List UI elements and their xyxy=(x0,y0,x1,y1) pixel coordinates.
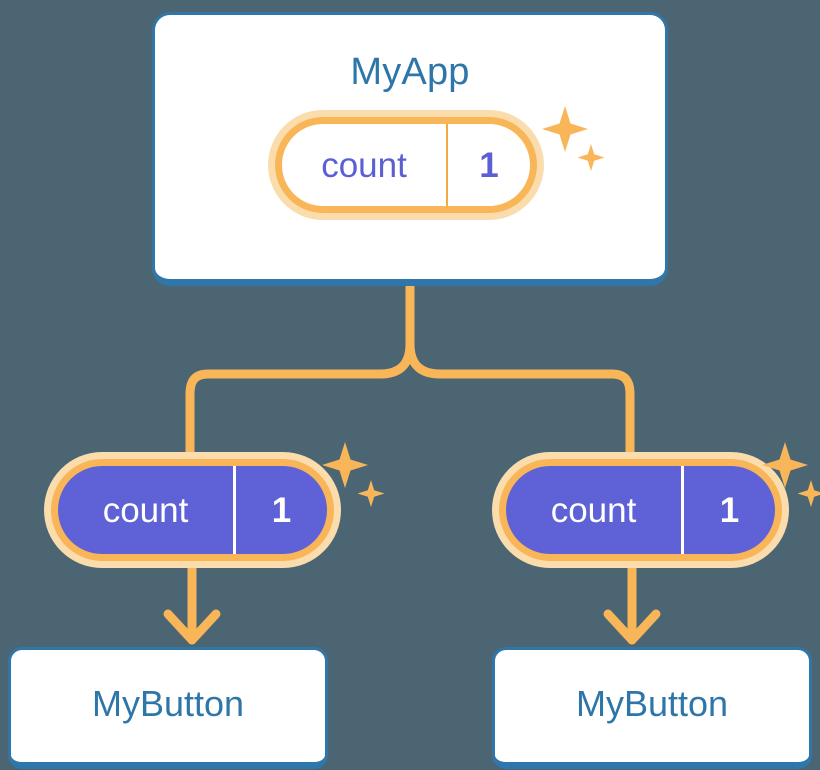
state-pill-inner: count 1 xyxy=(51,459,334,561)
state-pill-body: count 1 xyxy=(268,110,544,220)
state-pill-inner: count 1 xyxy=(275,117,537,213)
connector-branch-right xyxy=(405,281,635,475)
state-pill-left[interactable]: count 1 xyxy=(44,452,341,568)
state-value: 1 xyxy=(719,490,740,530)
state-pill-right[interactable]: count 1 xyxy=(492,452,789,568)
connector-branch-left xyxy=(185,281,415,475)
button-card-left: MyButton xyxy=(8,647,328,769)
state-value: 1 xyxy=(479,145,499,185)
state-pill-root[interactable]: count 1 xyxy=(268,110,544,220)
arrow-down-icon-left xyxy=(163,561,221,645)
arrow-down-icon-right xyxy=(603,561,661,645)
page-title: MyApp xyxy=(350,51,470,93)
state-key: count xyxy=(282,124,448,206)
state-value: 1 xyxy=(271,490,292,530)
button-card-label: MyButton xyxy=(91,683,245,724)
state-key: count xyxy=(506,466,684,554)
state-pill-body: count 1 xyxy=(492,452,789,568)
state-key: count xyxy=(58,466,236,554)
button-card-right: MyButton xyxy=(492,647,812,769)
state-pill-body: count 1 xyxy=(44,452,341,568)
button-card-label: MyButton xyxy=(575,683,729,724)
state-pill-inner: count 1 xyxy=(499,459,782,561)
